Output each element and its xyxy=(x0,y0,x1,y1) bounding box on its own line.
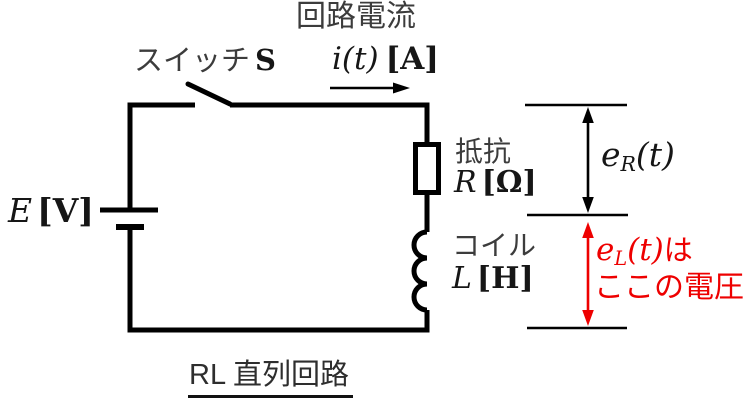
source-unit: [V] xyxy=(37,191,94,230)
resistor-value: R[Ω] xyxy=(454,165,537,201)
er-base: e xyxy=(601,135,621,174)
current-arrow-head xyxy=(393,82,410,94)
er-arrow-head-top xyxy=(582,107,594,123)
battery-symbol xyxy=(100,207,158,230)
current-unit: [A] xyxy=(385,41,439,77)
resistor-unit: [Ω] xyxy=(481,165,537,200)
el-suffix: は xyxy=(663,235,693,267)
er-arrow-head-bottom xyxy=(582,197,594,213)
resistor-symbol: R xyxy=(454,165,477,200)
voltage-arrow-er xyxy=(582,107,594,213)
resistor-caption: 抵抗 xyxy=(455,136,512,167)
switch-blade xyxy=(185,81,233,107)
er-args: (t) xyxy=(635,135,675,174)
wire-bottom xyxy=(127,227,430,333)
resistor-symbol xyxy=(413,142,441,195)
el-note: ここの電圧 xyxy=(594,271,744,304)
current-symbol: i(t) xyxy=(332,41,379,77)
el-arrow-head-top xyxy=(582,222,594,238)
coil-unit: [H] xyxy=(476,261,534,296)
switch-symbol: S xyxy=(255,43,276,77)
el-subscript: L xyxy=(614,246,628,270)
wire-top-left xyxy=(127,102,195,210)
coil-symbol: L xyxy=(452,261,472,296)
coil-symbol xyxy=(411,229,428,313)
voltage-arrow-el xyxy=(582,222,594,326)
voltage-ticks xyxy=(525,103,628,330)
switch-label-text: スイッチ xyxy=(134,45,251,77)
current-arrow xyxy=(330,82,410,94)
el-base: e xyxy=(596,232,615,268)
coil-caption: コイル xyxy=(452,230,537,261)
diagram-title: RL 直列回路 xyxy=(188,359,354,399)
el-label: eL(t)は xyxy=(596,232,693,270)
coil-value: L[H] xyxy=(452,261,534,297)
er-label: eR(t) xyxy=(601,136,675,177)
current-caption: 回路電流 xyxy=(296,0,416,33)
source-symbol: E xyxy=(8,191,33,230)
er-subscript: R xyxy=(620,152,636,177)
current-value: i(t)[A] xyxy=(332,41,439,78)
wire-top-right xyxy=(230,102,430,142)
source-label: E[V] xyxy=(8,192,94,230)
el-arrow-head-bottom xyxy=(582,310,594,326)
circuit-wires xyxy=(127,102,430,333)
el-args: (t) xyxy=(627,232,664,268)
